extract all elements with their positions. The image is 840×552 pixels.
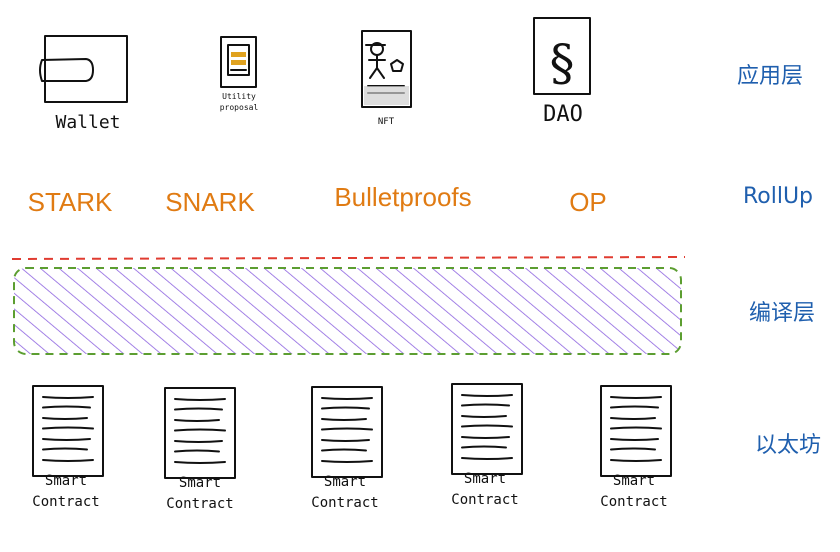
smart-contract-label-line2: Contract xyxy=(600,494,667,510)
rollup-stark: STARK xyxy=(28,187,113,217)
rollup-bulletproofs: Bulletproofs xyxy=(334,182,471,212)
compile-layer-hatch xyxy=(14,268,681,354)
wallet-label: Wallet xyxy=(55,112,120,133)
smart-contract-label-line1: Smart xyxy=(45,473,87,489)
smart-contract-label-line2: Contract xyxy=(451,492,518,508)
smart-contract-document-icon xyxy=(32,385,104,477)
compile-layer-border xyxy=(13,267,682,355)
dao-label: DAO xyxy=(543,102,583,127)
smart-contract-label-line1: Smart xyxy=(324,474,366,490)
smart-contract-label-line1: Smart xyxy=(179,475,221,491)
dao-symbol: § xyxy=(550,34,575,92)
wallet-icon xyxy=(39,35,128,103)
layer-label-application: 应用层 xyxy=(737,64,803,89)
rollup-divider-line xyxy=(11,256,686,260)
layer-label-rollup: RollUp xyxy=(743,184,813,209)
rollup-snark: SNARK xyxy=(165,187,255,217)
section-sign-icon: § xyxy=(533,17,591,95)
smart-contract-label-line2: Contract xyxy=(311,495,378,511)
nft-label: NFT xyxy=(378,117,395,127)
smart-contract-label-line1: Smart xyxy=(464,471,506,487)
smart-contract-label-line2: Contract xyxy=(32,494,99,510)
layer-label-ethereum: 以太坊 xyxy=(755,433,821,458)
utility-label-line2: proposal xyxy=(220,103,259,112)
utility-proposal-icon xyxy=(220,36,257,88)
smart-contract-document-icon xyxy=(311,386,383,478)
smart-contract-label-line1: Smart xyxy=(613,473,655,489)
nft-icon xyxy=(361,30,412,108)
utility-label-line1: Utility xyxy=(222,92,256,101)
smart-contract-document-icon xyxy=(600,385,672,477)
smart-contract-label-line2: Contract xyxy=(166,496,233,512)
smart-contract-document-icon xyxy=(451,383,523,475)
rollup-op: OP xyxy=(569,187,607,217)
layer-label-compile: 编译层 xyxy=(749,301,815,326)
smart-contract-document-icon xyxy=(164,387,236,479)
